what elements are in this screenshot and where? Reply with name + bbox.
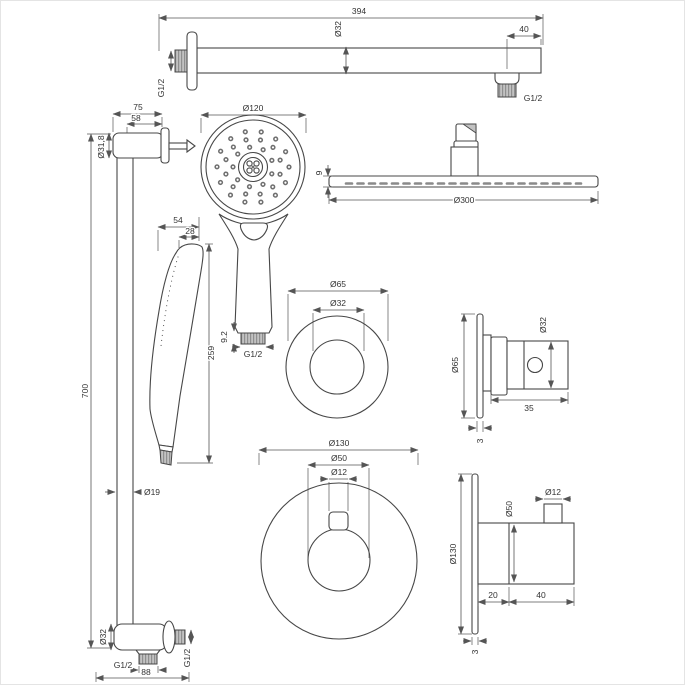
valve-plate-outline — [285, 315, 389, 419]
dim-hand-side-thickness: 28 — [185, 226, 195, 236]
arm-tube — [196, 47, 542, 74]
dim-arm-outlet-thread: G1/2 — [524, 93, 543, 103]
arm-outlet-elbow — [494, 72, 520, 85]
thermo-button-side — [543, 503, 563, 524]
dim-thermo-knob-depth: 20 — [488, 590, 498, 600]
valve-handle-body — [506, 340, 569, 390]
dim-rail-bracket-diameter: Ø31,8 — [96, 135, 106, 158]
rail-bar — [116, 150, 134, 627]
arm-wall-flange — [186, 31, 198, 91]
dim-arm-wall-thread: G1/2 — [156, 79, 166, 98]
dim-valve-plate-diameter: Ø65 — [330, 279, 346, 289]
dim-rail-outlet-thread: G1/2 — [114, 660, 133, 670]
dim-thermo-button-diameter-side: Ø12 — [545, 487, 561, 497]
hand-hub-outer — [237, 151, 269, 183]
hand-shower-front-view: Ø120 9.2 G1/2 — [200, 102, 307, 360]
dim-rail-base-width: 88 — [141, 667, 151, 677]
dim-thermo-knob-diameter: Ø50 — [331, 453, 347, 463]
dim-hand-diameter: Ø120 — [243, 103, 264, 113]
rain-plate — [328, 175, 599, 188]
dim-valve-core-diameter: Ø32 — [330, 298, 346, 308]
dim-hand-side-width: 54 — [173, 215, 183, 225]
dim-valve-plate-thickness: 3 — [475, 438, 485, 443]
hand-handle-cutout — [239, 222, 269, 241]
rail-outlet-thread — [138, 653, 158, 665]
thermostat-side-view: Ø130 Ø50 Ø12 20 40 3 — [447, 473, 575, 656]
thermo-knob-button — [328, 511, 349, 531]
dim-valve-plate-diameter-side: Ø65 — [450, 357, 460, 373]
dim-rail-elbow-diameter: Ø32 — [98, 629, 108, 645]
slide-rail-view: 75 58 Ø31,8 700 Ø19 Ø32 G1/2 G1/2 — [79, 101, 196, 682]
rain-shower-view: 9 Ø300 — [313, 123, 599, 206]
dim-rail-length: 700 — [80, 384, 90, 398]
thermo-plate-outline — [260, 482, 418, 640]
thermo-body — [477, 522, 575, 585]
dim-rain-diameter: Ø300 — [454, 195, 475, 205]
dim-rail-bracket-inset: 58 — [131, 113, 141, 123]
arm-wall-thread — [174, 49, 188, 73]
dim-rain-thickness: 9 — [314, 170, 324, 175]
dim-rail-bracket-depth: 75 — [133, 102, 143, 112]
thermo-knob-outline — [307, 528, 371, 592]
hand-face-outline — [205, 119, 301, 215]
arm-outlet-thread — [497, 83, 517, 98]
rail-pin-tip — [186, 138, 196, 154]
thermostat-front-view: Ø130 Ø50 Ø12 — [258, 437, 419, 640]
hand-side-nozzle-dots — [160, 256, 179, 347]
hand-side-thread — [159, 449, 173, 466]
dim-valve-depth: 35 — [524, 403, 534, 413]
rail-wall-thread — [174, 629, 186, 645]
valve-front-view: Ø65 Ø32 — [285, 278, 389, 419]
rail-outlet-collar — [134, 649, 162, 655]
rail-bracket — [112, 132, 164, 159]
dim-thermo-body-depth: 40 — [536, 590, 546, 600]
rail-wall-flange — [162, 620, 176, 654]
dim-thermo-plate-thickness: 3 — [470, 649, 480, 654]
valve-handle-button — [526, 356, 544, 374]
dim-valve-handle-diameter: Ø32 — [538, 317, 548, 333]
rail-pin — [168, 142, 188, 150]
shower-arm-view: 394 G1/2 Ø32 40 G1/2 — [155, 5, 544, 105]
hand-shower-side-view: 54 28 259 — [149, 214, 217, 466]
dim-thermo-button-diameter: Ø12 — [331, 467, 347, 477]
valve-neck — [482, 334, 492, 392]
dim-hand-thread: G1/2 — [244, 349, 263, 359]
hand-hub-inner — [242, 156, 264, 178]
dim-rail-bar-diameter: Ø19 — [144, 487, 160, 497]
rain-joint-shade — [461, 123, 477, 134]
dim-thermo-plate-diameter: Ø130 — [329, 438, 350, 448]
valve-ring — [490, 336, 508, 396]
dim-arm-diameter: Ø32 — [333, 21, 343, 37]
thermo-plate — [471, 473, 479, 635]
dim-hand-side-length: 259 — [206, 346, 216, 360]
hand-side-profile — [149, 243, 204, 448]
dim-thermo-knob-diameter-side: Ø50 — [504, 501, 514, 517]
hand-thread — [240, 332, 266, 345]
dim-rail-wall-thread: G1/2 — [182, 649, 192, 668]
valve-side-view: Ø32 Ø65 35 3 — [449, 313, 569, 445]
valve-handle-outline — [309, 339, 365, 395]
hand-head-outline — [200, 114, 306, 220]
rain-neck — [450, 146, 479, 177]
dim-arm-end-offset: 40 — [519, 24, 529, 34]
dim-hand-thread-length: 9.2 — [219, 331, 229, 343]
rail-bracket-cap — [160, 127, 170, 164]
valve-plate — [476, 313, 484, 419]
rail-elbow-body — [113, 623, 168, 651]
dim-thermo-plate-diameter-side: Ø130 — [448, 543, 458, 564]
dim-arm-length: 394 — [352, 6, 366, 16]
